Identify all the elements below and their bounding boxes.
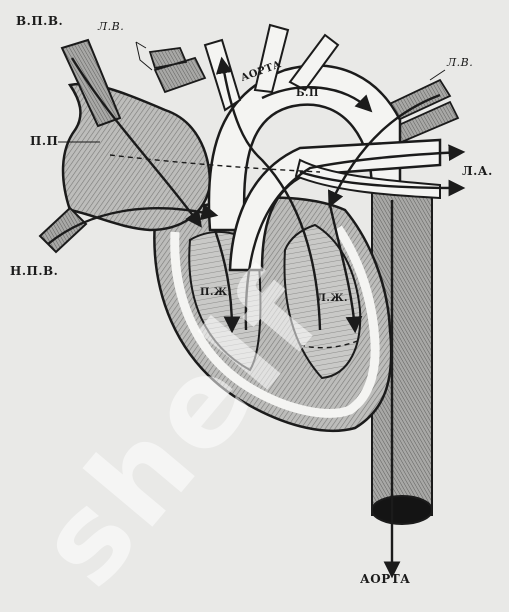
label-right-atrium: П.П	[30, 134, 58, 148]
label-pulmonary-veins-left: Л.В.	[98, 20, 124, 33]
inferior-vena-cava	[40, 208, 86, 252]
label-inferior-vena-cava: Н.П.В.	[10, 264, 58, 278]
label-right-ventricle: П.Ж.	[200, 287, 232, 298]
label-pulmonary-artery: Л.А.	[462, 164, 493, 178]
label-aorta-descending: АОРТА	[360, 572, 410, 586]
label-superior-vena-cava: В.П.В.	[16, 14, 63, 28]
pulmonary-veins-left	[150, 48, 205, 92]
label-left-ventricle: Л.Ж.	[317, 293, 348, 304]
label-pulmonary-trunk: Б.П	[296, 88, 319, 99]
heart-diagram	[0, 0, 509, 592]
label-pulmonary-veins-right: Л.В.	[447, 56, 473, 69]
